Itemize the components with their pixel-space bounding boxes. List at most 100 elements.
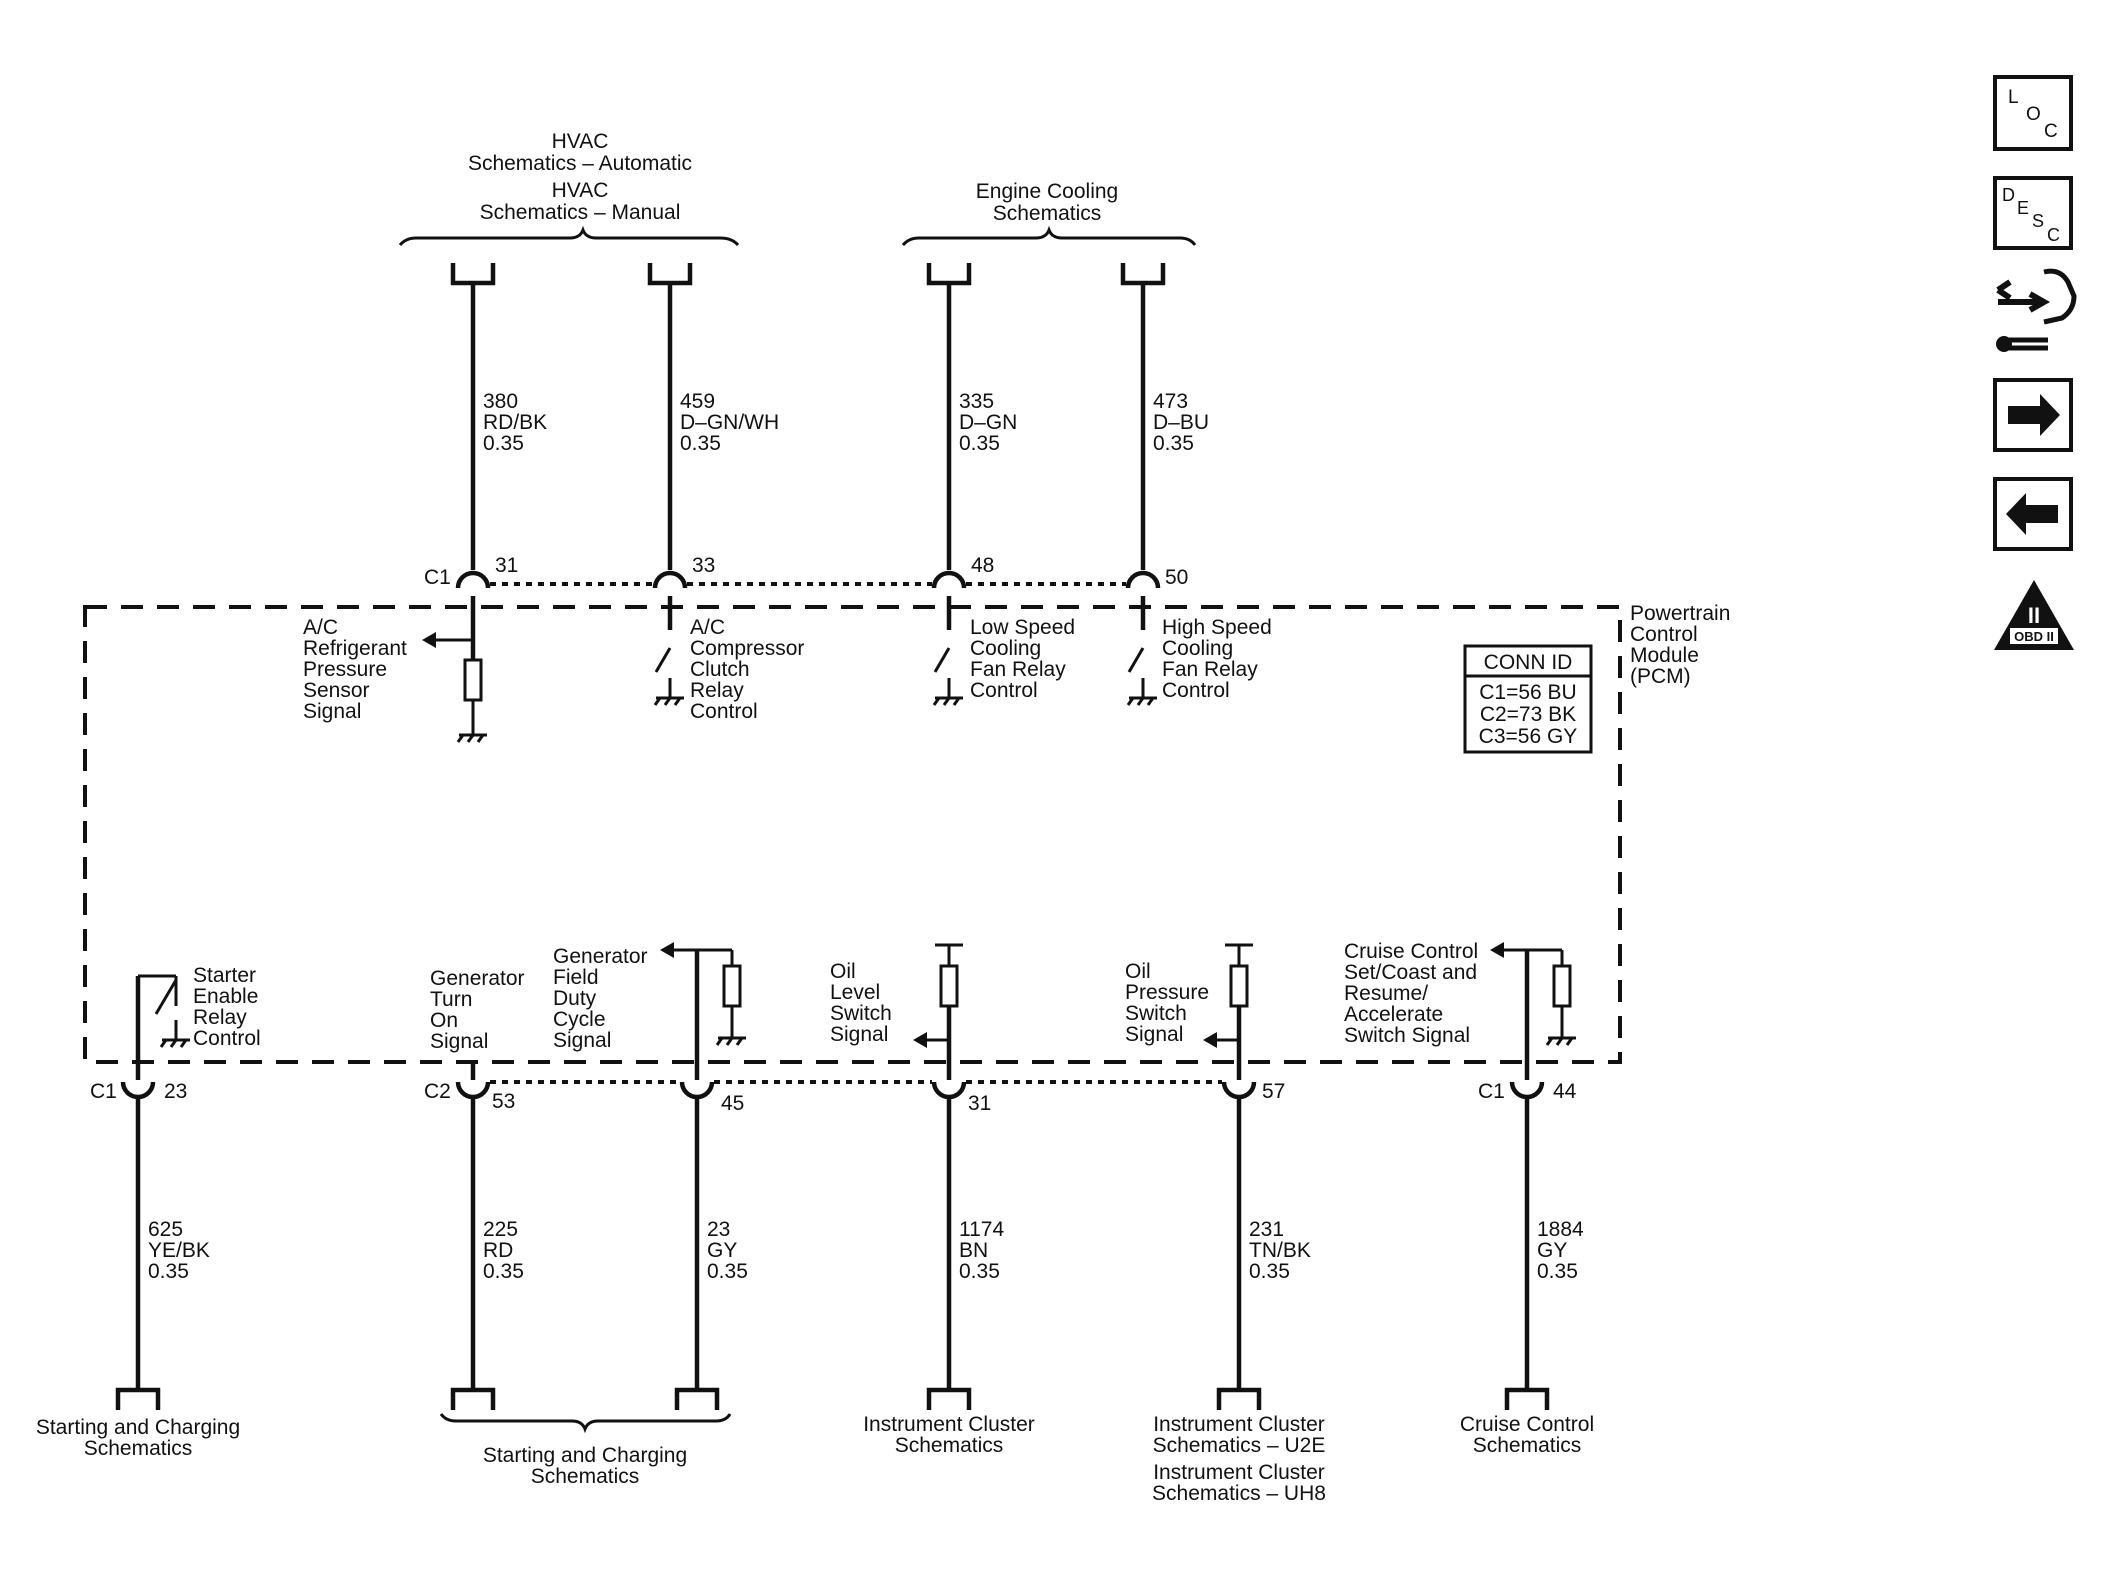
ac-compressor-clutch-switch: [653, 596, 684, 706]
bottom-connector-terminals: [115, 1387, 1550, 1410]
dest-starting-charging-left[interactable]: Starting and Charging Schematics: [36, 1416, 240, 1460]
svg-text:Schematics – Automatic: Schematics – Automatic: [468, 152, 692, 175]
svg-text:C: C: [2047, 225, 2060, 245]
svg-text:Duty: Duty: [553, 987, 597, 1010]
svg-text:C: C: [2044, 121, 2058, 142]
svg-text:473: 473: [1153, 390, 1188, 413]
low-speed-fan-label: Low Speed Cooling Fan Relay Control: [970, 616, 1075, 702]
svg-text:D–GN/WH: D–GN/WH: [680, 411, 779, 434]
svg-text:A/C: A/C: [690, 616, 725, 639]
svg-text:L: L: [2008, 87, 2019, 108]
svg-text:Control: Control: [1162, 679, 1230, 702]
circuit-label-473: 473 D–BU 0.35: [1153, 390, 1209, 455]
dest-instrument-cluster-variants[interactable]: Instrument Cluster Schematics – U2E Inst…: [1152, 1413, 1326, 1505]
svg-text:C1=56 BU: C1=56 BU: [1479, 681, 1576, 704]
svg-text:Cruise Control: Cruise Control: [1344, 940, 1478, 963]
svg-text:HVAC: HVAC: [552, 130, 609, 153]
svg-text:Control: Control: [690, 700, 758, 723]
circuit-label-231: 231 TN/BK 0.35: [1249, 1218, 1311, 1283]
svg-text:231: 231: [1249, 1218, 1284, 1241]
dest-instrument-cluster[interactable]: Instrument Cluster Schematics: [863, 1413, 1035, 1457]
pcm-module-label: Powertrain Control Module (PCM): [1630, 602, 1730, 688]
obd-ii-icon[interactable]: II OBD II: [1994, 580, 2074, 650]
svg-text:Cruise Control: Cruise Control: [1460, 1413, 1594, 1436]
svg-text:Clutch: Clutch: [690, 658, 750, 681]
circuit-label-625: 625 YE/BK 0.35: [148, 1218, 210, 1283]
svg-text:Schematics – U2E: Schematics – U2E: [1153, 1434, 1326, 1457]
svg-text:Schematics – Manual: Schematics – Manual: [480, 201, 681, 224]
svg-text:Signal: Signal: [430, 1030, 488, 1053]
svg-text:Engine Cooling: Engine Cooling: [976, 180, 1118, 203]
circuit-label-225: 225 RD 0.35: [483, 1218, 524, 1283]
dest-cruise-control[interactable]: Cruise Control Schematics: [1460, 1413, 1594, 1457]
svg-text:625: 625: [148, 1218, 183, 1241]
connector-c2-bottom: C2: [424, 1080, 451, 1103]
svg-text:Instrument Cluster: Instrument Cluster: [1153, 1461, 1325, 1484]
svg-text:Oil: Oil: [1125, 960, 1151, 983]
circuit-label-380: 380 RD/BK 0.35: [483, 390, 547, 455]
svg-text:Compressor: Compressor: [690, 637, 804, 660]
high-speed-fan-label: High Speed Cooling Fan Relay Control: [1162, 616, 1272, 702]
svg-text:YE/BK: YE/BK: [148, 1239, 210, 1262]
oil-pressure-switch-label: Oil Pressure Switch Signal: [1125, 960, 1209, 1046]
loc-button[interactable]: L O C: [1993, 75, 2073, 151]
svg-text:Cooling: Cooling: [1162, 637, 1233, 660]
svg-text:Low Speed: Low Speed: [970, 616, 1075, 639]
svg-text:OBD II: OBD II: [2014, 629, 2054, 644]
svg-text:Signal: Signal: [303, 700, 361, 723]
oil-level-switch-label: Oil Level Switch Signal: [830, 960, 892, 1046]
engine-cooling-group-label: Engine Cooling Schematics: [976, 180, 1118, 225]
svg-text:On: On: [430, 1009, 458, 1032]
pin-31-bottom: 31: [968, 1092, 991, 1115]
ac-pressure-sensor-label: A/C Refrigerant Pressure Sensor Signal: [303, 616, 407, 723]
top-connector-terminals: [450, 263, 1166, 286]
ac-compressor-clutch-label: A/C Compressor Clutch Relay Control: [690, 616, 804, 723]
svg-text:0.35: 0.35: [483, 432, 524, 455]
cruise-control-label: Cruise Control Set/Coast and Resume/ Acc…: [1344, 940, 1478, 1047]
pin-23-bottom: 23: [164, 1080, 187, 1103]
pin-33-top: 33: [692, 554, 715, 577]
svg-text:Turn: Turn: [430, 988, 472, 1011]
pin-31-top: 31: [495, 554, 518, 577]
svg-text:Control: Control: [193, 1027, 261, 1050]
svg-text:Signal: Signal: [553, 1029, 611, 1052]
svg-text:RD: RD: [483, 1239, 513, 1262]
circuit-label-1884: 1884 GY 0.35: [1537, 1218, 1584, 1283]
desc-button[interactable]: D E S C: [1993, 176, 2073, 250]
svg-text:Cooling: Cooling: [970, 637, 1041, 660]
connector-c1-top: C1: [424, 566, 451, 589]
svg-text:Fan Relay: Fan Relay: [1162, 658, 1258, 681]
svg-text:0.35: 0.35: [1249, 1260, 1290, 1283]
svg-text:Signal: Signal: [1125, 1023, 1183, 1046]
hvac-group-label: HVAC Schematics – Automatic HVAC Schemat…: [468, 130, 692, 224]
circuit-label-1174: 1174 BN 0.35: [959, 1218, 1004, 1283]
svg-text:Accelerate: Accelerate: [1344, 1003, 1443, 1026]
dest-starting-charging-group[interactable]: Starting and Charging Schematics: [483, 1444, 687, 1488]
pin-50-top: 50: [1165, 566, 1188, 589]
back-arrow-icon[interactable]: [1993, 477, 2073, 551]
svg-text:D–BU: D–BU: [1153, 411, 1209, 434]
svg-text:Control: Control: [1630, 623, 1698, 646]
svg-text:Schematics: Schematics: [84, 1437, 193, 1460]
connector-repair-icon[interactable]: [1996, 268, 2077, 352]
svg-text:Fan Relay: Fan Relay: [970, 658, 1066, 681]
svg-text:Pressure: Pressure: [1125, 981, 1209, 1004]
svg-text:II: II: [2028, 603, 2040, 628]
svg-text:1884: 1884: [1537, 1218, 1584, 1241]
svg-text:Relay: Relay: [193, 1006, 247, 1029]
next-arrow-icon[interactable]: [1993, 378, 2073, 452]
svg-text:Field: Field: [553, 966, 599, 989]
generator-turn-on-label: Generator Turn On Signal: [430, 967, 525, 1053]
svg-text:Instrument Cluster: Instrument Cluster: [863, 1413, 1035, 1436]
svg-text:Schematics: Schematics: [1473, 1434, 1582, 1457]
engine-cooling-bracket: [901, 225, 1197, 247]
svg-text:Refrigerant: Refrigerant: [303, 637, 407, 660]
svg-text:0.35: 0.35: [959, 432, 1000, 455]
generator-field-label: Generator Field Duty Cycle Signal: [553, 945, 648, 1052]
svg-text:C2=73 BK: C2=73 BK: [1480, 703, 1576, 726]
starter-enable-label: Starter Enable Relay Control: [193, 964, 261, 1050]
svg-text:HVAC: HVAC: [552, 179, 609, 202]
pin-57-bottom: 57: [1262, 1080, 1285, 1103]
svg-text:225: 225: [483, 1218, 518, 1241]
starting-charging-bracket: [439, 1413, 732, 1434]
